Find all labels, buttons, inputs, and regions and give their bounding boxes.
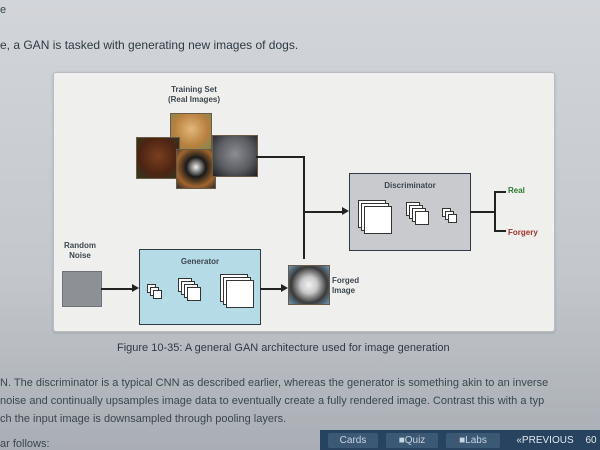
forged-image-husky (288, 265, 330, 305)
connector-generator (260, 288, 282, 290)
discriminator-label: Discriminator (384, 181, 436, 190)
connector-training-down (303, 156, 305, 211)
training-set-label: Training Set (Real Images) (167, 85, 221, 104)
arrow-to-discriminator (342, 207, 349, 215)
generator-box: Generator (139, 249, 261, 325)
bottom-nav-bar: Cards ■Quiz ■Labs «PREVIOUS 60 (320, 430, 600, 450)
top-fragment: e (0, 4, 7, 16)
random-noise-label: Random Noise (64, 241, 96, 260)
dog-photo-bernese (176, 149, 216, 189)
discriminator-box: Discriminator (349, 173, 471, 251)
real-label: Real (508, 186, 525, 195)
quiz-icon: ■ (398, 435, 405, 446)
output-real-line (494, 191, 506, 193)
connector-training (256, 156, 304, 158)
disc-layer-large (364, 206, 392, 234)
arrow-to-forged (281, 284, 288, 292)
gen-layer-small (153, 290, 162, 299)
cards-button[interactable]: Cards (328, 433, 378, 448)
quiz-button[interactable]: ■Quiz (386, 433, 438, 448)
output-line (470, 211, 494, 213)
forgery-label: Forgery (508, 228, 538, 237)
disc-layer-small (448, 214, 457, 223)
previous-button[interactable]: «PREVIOUS (516, 435, 574, 446)
paragraph-line-2: noise and continually upsamples image da… (0, 395, 545, 407)
forged-image-label: Forged Image (332, 276, 360, 295)
connector-to-discriminator (303, 211, 343, 213)
bottom-fragment: ar follows: (0, 438, 50, 450)
dog-photo-weimaraner (212, 135, 258, 177)
connector-noise (101, 288, 133, 290)
paragraph-line-1: N. The discriminator is a typical CNN as… (0, 377, 549, 389)
arrow-to-generator (132, 284, 139, 292)
connector-forged-up (303, 211, 305, 259)
output-forgery-line (494, 230, 506, 232)
labs-icon: ■ (459, 435, 466, 446)
output-bracket (494, 191, 496, 231)
figure-caption: Figure 10-35: A general GAN architecture… (117, 342, 450, 354)
gan-figure: Training Set (Real Images) Discriminator… (53, 72, 555, 332)
random-noise-square (62, 271, 102, 307)
dog-photo-brown (136, 137, 180, 179)
page-number: 60 (585, 435, 597, 446)
gen-layer-large (226, 280, 254, 308)
intro-text: e, a GAN is tasked with generating new i… (0, 38, 299, 52)
labs-button[interactable]: ■Labs (446, 433, 500, 448)
disc-layer-medium (415, 211, 429, 225)
paragraph-line-3: ch the input image is downsampled throug… (0, 413, 287, 425)
gen-layer-medium (187, 287, 201, 301)
generator-label: Generator (180, 257, 220, 266)
